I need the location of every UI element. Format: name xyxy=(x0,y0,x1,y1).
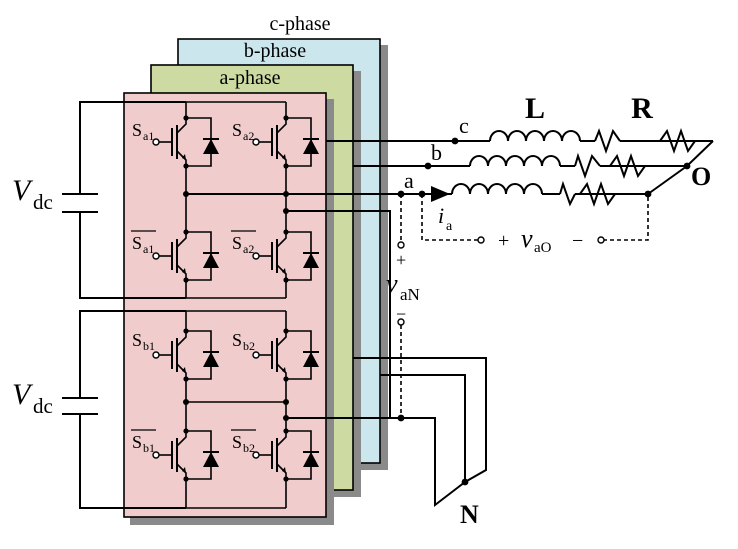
sb1-bar-label: S xyxy=(132,432,142,452)
a-phase-panel xyxy=(123,92,327,518)
vao-label: v xyxy=(521,224,533,253)
node-b-label: b xyxy=(431,140,442,165)
van-minus: − xyxy=(396,304,406,324)
inductor-a xyxy=(451,183,543,195)
neutral-o-node xyxy=(683,162,691,170)
sa2-subscript: a2 xyxy=(243,129,254,143)
inductor-b xyxy=(469,155,561,167)
van-subscript: aN xyxy=(400,285,420,304)
van-plus: + xyxy=(396,250,406,270)
sb2-bar-label: S xyxy=(232,432,242,452)
vao-probe-left xyxy=(421,194,478,241)
node-c-label: c xyxy=(459,113,469,138)
resistor-a xyxy=(559,180,576,207)
resistor-c xyxy=(594,128,621,155)
resistor-c-body xyxy=(620,127,713,155)
vdc-lower-label: V xyxy=(12,378,34,411)
c-phase-label: c-phase xyxy=(269,13,330,35)
vao-plus: + xyxy=(498,230,509,252)
sb2-subscript: b2 xyxy=(243,339,255,353)
neutral-o-label: O xyxy=(691,162,711,191)
sb1-subscript: b1 xyxy=(143,339,155,353)
van-label: v xyxy=(386,269,398,298)
vao-subscript: aO xyxy=(534,240,552,256)
sa1-subscript: a1 xyxy=(143,129,154,143)
a-phase-label: a-phase xyxy=(219,67,280,89)
resistor-b xyxy=(574,152,601,180)
sa1-bar-subscript: a1 xyxy=(143,242,154,256)
sa2-bar-subscript: a2 xyxy=(243,242,254,256)
neutral-n-star xyxy=(286,357,487,508)
sb2-bar-subscript: b2 xyxy=(243,441,255,455)
sa1-bar-label: S xyxy=(132,233,142,253)
b-phase-label: b-phase xyxy=(244,40,306,62)
resistor-b-body xyxy=(600,152,687,180)
sa2-bar-label: S xyxy=(232,233,242,253)
sa1-label: S xyxy=(132,120,142,140)
node-a-label: a xyxy=(404,168,414,193)
sa2-label: S xyxy=(232,120,242,140)
vdc-upper-label: V xyxy=(12,174,34,207)
inductor-c xyxy=(489,130,581,142)
current-ia-subscript: a xyxy=(446,219,453,234)
inductor-label: L xyxy=(525,92,545,125)
vdc-upper-source xyxy=(62,101,186,299)
neutral-n-label: N xyxy=(460,500,479,529)
resistor-label: R xyxy=(631,92,653,125)
vao-minus: − xyxy=(572,230,583,252)
h-bridge-b1-wiring xyxy=(183,310,289,509)
vdc-upper-subscript: dc xyxy=(33,190,53,214)
vdc-lower-source xyxy=(62,310,186,509)
current-ia-label: i xyxy=(438,203,444,228)
sb1-label: S xyxy=(132,330,142,350)
sb2-label: S xyxy=(232,330,242,350)
vao-probe-right xyxy=(603,194,649,241)
resistor-a-body xyxy=(575,180,648,208)
vdc-lower-subscript: dc xyxy=(33,394,53,418)
sb1-bar-subscript: b1 xyxy=(143,441,155,455)
